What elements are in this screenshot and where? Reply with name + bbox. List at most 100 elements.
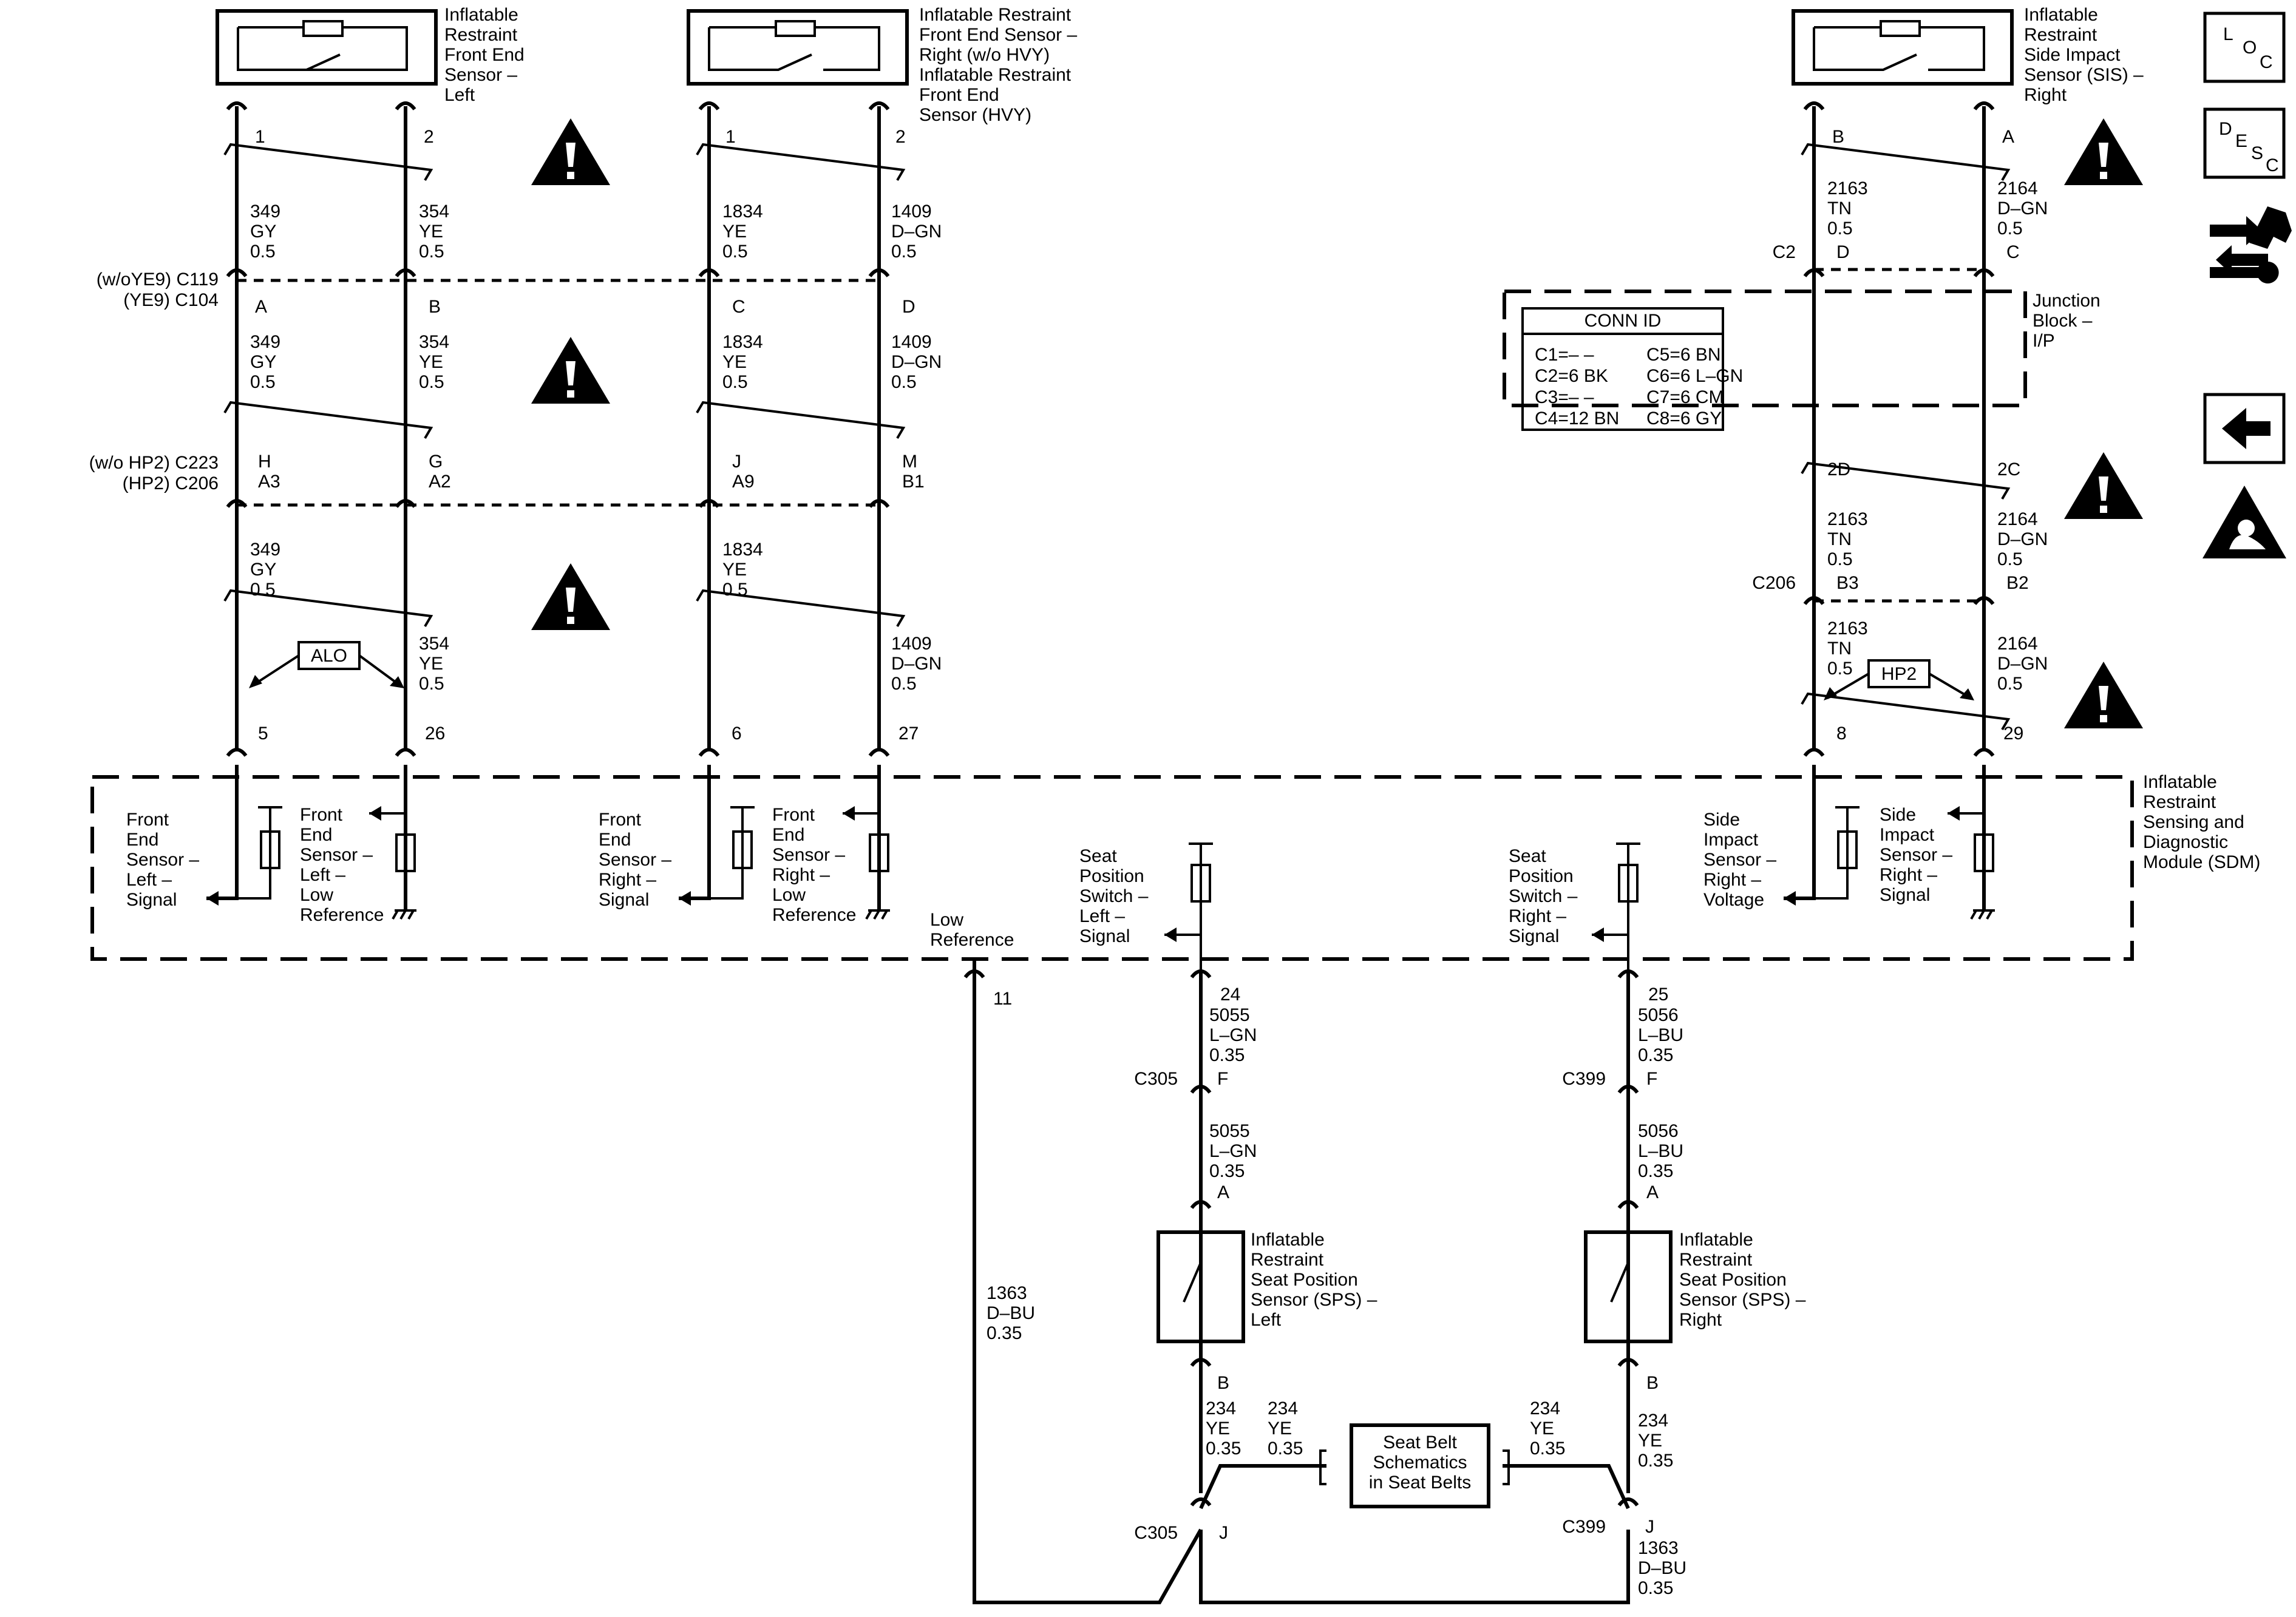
- pin-label: 26: [425, 724, 445, 744]
- pin-label: M: [902, 452, 917, 472]
- connector-label: (HP2) C206: [123, 473, 219, 493]
- pin-label: C: [732, 297, 746, 317]
- warning-triangle-icon: [531, 118, 610, 185]
- pin-label: D: [1836, 242, 1850, 262]
- pin-label: B: [1646, 1373, 1659, 1393]
- pin-label: B1: [902, 472, 925, 492]
- connector-labels: (w/oYE9) C119 (YE9) C104 (w/o HP2) C223 …: [89, 242, 1796, 1543]
- conn-id-cell: C6=6 L–GN: [1646, 366, 1743, 386]
- connector-label: C206: [1752, 573, 1796, 593]
- front-end-sensor-right-component: [687, 9, 909, 86]
- pin-label: J: [1219, 1523, 1228, 1543]
- pin-label: 5: [258, 724, 268, 744]
- seat-position-sensor-left: [1156, 1230, 1245, 1343]
- pin-labels: 1 2 1 2 B A A B C D D C H A3 G A2 J A9 M…: [255, 127, 2029, 1543]
- conn-id-cell: C2=6 BK: [1535, 366, 1608, 386]
- desc-letter: C: [2266, 155, 2279, 175]
- warning-triangle-icon: [2064, 452, 2143, 519]
- option-tag-hp2: HP2: [1824, 659, 1974, 700]
- loc-letter: O: [2243, 38, 2257, 58]
- conn-id-cell: C8=6 GY: [1646, 408, 1722, 429]
- hp2-text: HP2: [1881, 664, 1917, 684]
- pin-label: G: [429, 452, 443, 472]
- pin-label: H: [258, 452, 271, 472]
- conn-id-cell: C5=6 BN: [1646, 345, 1721, 365]
- conn-id-cell: C4=12 BN: [1535, 408, 1619, 429]
- pin-label: 6: [732, 724, 742, 744]
- pin-label: A: [1217, 1182, 1229, 1202]
- desc-letter: D: [2219, 119, 2232, 139]
- pin-label: C: [2006, 242, 2020, 262]
- seat-position-sensor-right: [1584, 1230, 1673, 1343]
- sdm-outline: [90, 775, 2134, 961]
- conn-id-cell: C3=– –: [1535, 387, 1594, 407]
- airbag-warning-icon[interactable]: [2203, 486, 2286, 558]
- seat-belt-reference-box: Seat Belt Schematics in Seat Belts: [1319, 1423, 1510, 1508]
- alo-text: ALO: [311, 646, 347, 666]
- pin-label: 1: [725, 127, 736, 147]
- junction-block-outline: [1503, 290, 2027, 407]
- seat-belt-line: in Seat Belts: [1369, 1473, 1471, 1493]
- location-button[interactable]: L O C: [2203, 12, 2286, 83]
- loc-letter: L: [2223, 24, 2233, 44]
- pin-label: J: [732, 452, 741, 472]
- pin-label: J: [1645, 1517, 1654, 1537]
- connector-label: C399: [1562, 1517, 1606, 1537]
- pin-label: B2: [2006, 573, 2029, 593]
- pin-label: 2C: [1997, 459, 2020, 480]
- pin-label: A3: [258, 472, 280, 492]
- connector-label: C305: [1134, 1523, 1178, 1543]
- pin-label: 8: [1836, 724, 1847, 744]
- pin-label: 11: [993, 989, 1012, 1009]
- pin-label: 27: [898, 724, 919, 744]
- splice-break-marks: [223, 143, 2011, 731]
- side-impact-sensor-right-component: [1792, 9, 2014, 86]
- conn-id-cell: C7=6 CM: [1646, 387, 1724, 407]
- pin-label: 2D: [1827, 459, 1850, 480]
- pin-label: 2: [424, 127, 434, 147]
- repair-tools-icon[interactable]: [2210, 206, 2292, 283]
- connector-label: C2: [1773, 242, 1796, 262]
- connector-label: C305: [1134, 1069, 1178, 1089]
- description-button[interactable]: D E S C: [2203, 107, 2286, 179]
- desc-letter: E: [2235, 131, 2247, 151]
- pin-label: B3: [1836, 573, 1859, 593]
- pin-label: 2: [895, 127, 906, 147]
- pin-label: B: [429, 297, 441, 317]
- pin-label: D: [902, 297, 915, 317]
- wire-runs: [235, 106, 1986, 1604]
- back-arrow-button[interactable]: [2203, 393, 2286, 464]
- pin-label: B: [1217, 1373, 1229, 1393]
